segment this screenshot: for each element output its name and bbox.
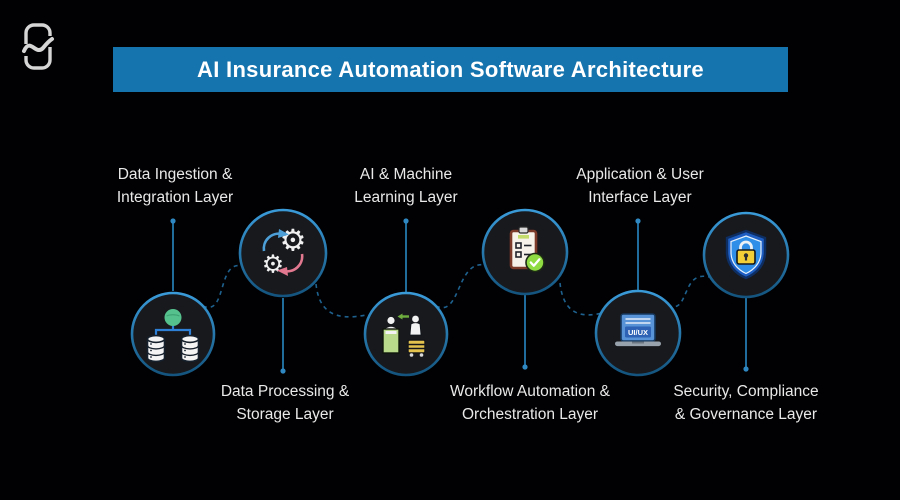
node-data-ingestion <box>130 291 216 377</box>
checklist-clipboard-icon <box>509 226 545 273</box>
node-data-processing: ⚙ ⚙ <box>238 208 328 298</box>
laptop-screen-text: UI/UX <box>628 328 648 337</box>
label-data-processing: Data Processing & Storage Layer <box>165 380 405 426</box>
shield-lock-icon <box>725 229 767 280</box>
label-line: Learning Layer <box>354 189 458 206</box>
label-line: Integration Layer <box>116 189 234 206</box>
connector-curve-3-4 <box>435 264 486 309</box>
node-application-ui: UI/UX <box>594 289 682 377</box>
label-line: Interface Layer <box>588 189 692 206</box>
padlock <box>736 240 756 265</box>
label-ai-ml: AI & Machine Learning Layer <box>286 163 526 209</box>
label-data-ingestion: Data Ingestion & Integration Layer <box>55 163 295 209</box>
label-line: Data Ingestion & <box>117 166 233 183</box>
check-badge <box>525 252 545 273</box>
agent-figure <box>382 316 400 354</box>
database-cylinder-right <box>180 334 200 363</box>
connector-curve-5-6 <box>667 275 710 308</box>
gears-cycle-icon: ⚙ ⚙ <box>262 224 307 279</box>
svg-text:⚙: ⚙ <box>262 250 284 279</box>
database-network-icon <box>146 309 200 363</box>
label-line: Application & User <box>576 166 704 183</box>
node-security <box>702 211 790 299</box>
label-line: AI & Machine <box>359 166 453 183</box>
label-line: Data Processing & <box>220 383 350 400</box>
connector-curve-4-5 <box>559 282 607 316</box>
left-arrow <box>397 313 409 320</box>
svg-text:⚙: ⚙ <box>280 224 307 259</box>
customer-figure <box>407 315 426 357</box>
label-application-ui: Application & User Interface Layer <box>520 163 760 209</box>
node-workflow <box>481 208 569 296</box>
label-line: Storage Layer <box>236 406 334 423</box>
connector-curve-1-2 <box>202 265 243 309</box>
label-line: Orchestration Layer <box>461 406 599 423</box>
label-line: Workflow Automation & <box>450 383 610 400</box>
service-desk-icon <box>382 313 426 357</box>
label-workflow: Workflow Automation & Orchestration Laye… <box>410 380 650 426</box>
label-line: Security, Compliance <box>673 383 819 400</box>
page-title: AI Insurance Automation Software Archite… <box>197 56 704 82</box>
label-security: Security, Compliance & Governance Layer <box>626 380 866 426</box>
uiux-laptop-icon: UI/UX <box>615 313 661 347</box>
node-ai-ml <box>363 291 449 377</box>
label-line: & Governance Layer <box>674 406 818 423</box>
database-cylinder-left <box>146 334 166 363</box>
connector-curve-2-3 <box>315 283 367 318</box>
wave-ribbon-logo-icon <box>22 23 54 70</box>
title-banner: AI Insurance Automation Software Archite… <box>113 47 788 92</box>
